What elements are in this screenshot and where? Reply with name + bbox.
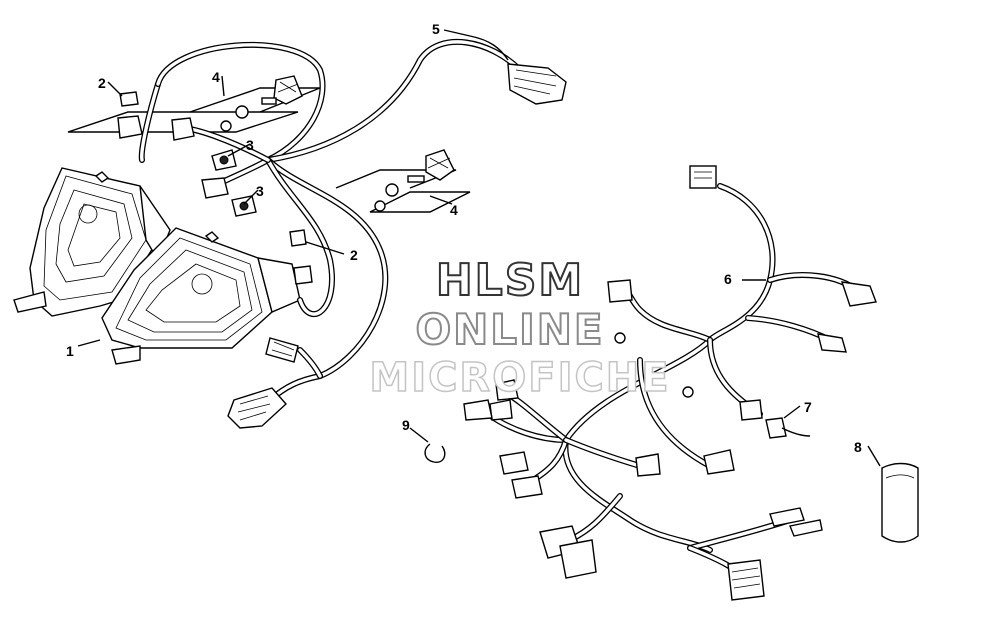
callout-6: 6 xyxy=(724,271,732,287)
callout-3-lower: 3 xyxy=(256,183,264,199)
main-harness[interactable] xyxy=(463,165,877,601)
part-8-sleeve[interactable] xyxy=(881,462,919,543)
headlight-harness[interactable] xyxy=(117,38,567,429)
bulb-holder-upper[interactable] xyxy=(67,75,321,133)
callout-1: 1 xyxy=(66,343,74,359)
callout-7: 7 xyxy=(804,399,812,415)
callout-9: 9 xyxy=(402,417,410,433)
callout-8: 8 xyxy=(854,439,862,455)
headlight-left[interactable] xyxy=(13,167,171,317)
headlight-right[interactable] xyxy=(101,227,301,365)
part-9-clip[interactable] xyxy=(424,443,446,463)
bulb-holder-lower[interactable] xyxy=(335,149,471,213)
callout-4-lower: 4 xyxy=(450,202,458,218)
callout-2-upper: 2 xyxy=(98,75,106,91)
callout-3-upper: 3 xyxy=(246,137,254,153)
callout-5: 5 xyxy=(432,21,440,37)
part-7[interactable] xyxy=(765,417,811,439)
callout-4-upper: 4 xyxy=(212,69,220,85)
callout-labels: 1 2 2 3 3 4 4 5 6 7 8 9 xyxy=(66,21,862,455)
leader-lines xyxy=(77,29,881,467)
callout-2-lower: 2 xyxy=(350,247,358,263)
